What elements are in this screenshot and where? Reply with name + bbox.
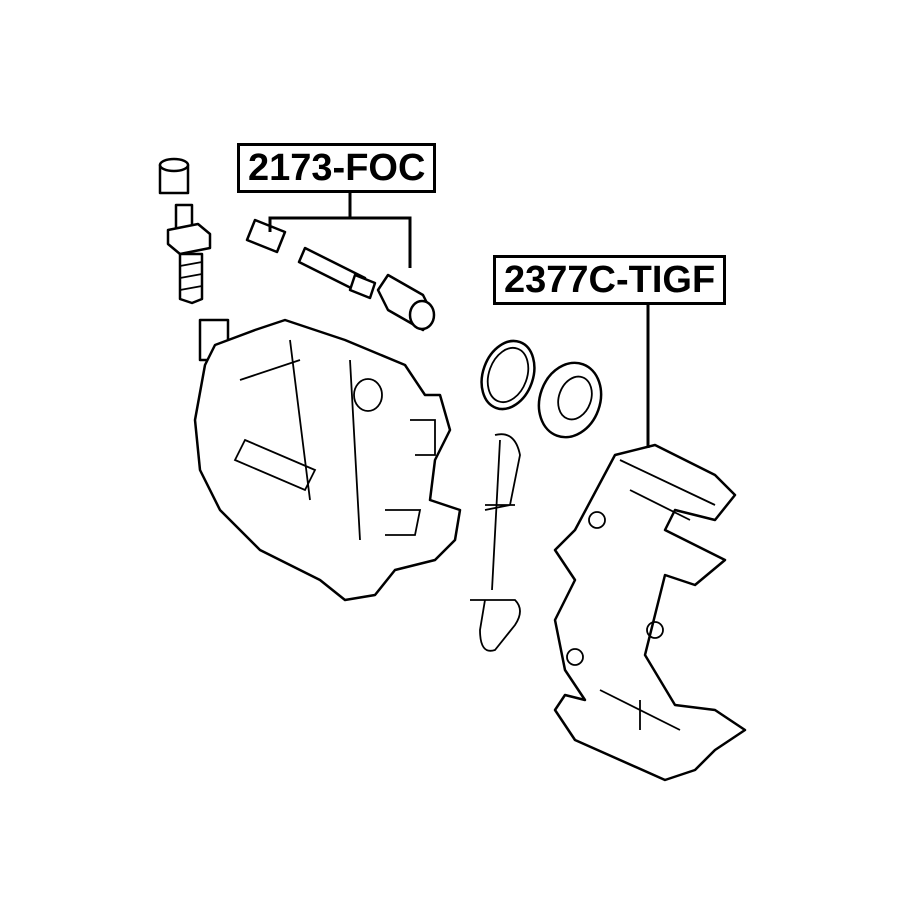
- part-number-label-2173-foc: 2173-FOC: [237, 143, 437, 193]
- bleeder-cap: [158, 157, 190, 195]
- caliper-body: [193, 318, 462, 602]
- part-number-label-2377c-tigf: 2377C-TIGF: [493, 255, 727, 305]
- leader-line-part-a: [268, 190, 412, 268]
- pad-retaining-spring: [470, 433, 521, 652]
- piston-seal-ring: [480, 339, 536, 411]
- piston-dust-boot: [537, 361, 603, 439]
- bleeder-screw: [166, 203, 212, 305]
- caliper-bracket: [553, 443, 747, 782]
- guide-bolt: [245, 218, 377, 300]
- guide-boot: [376, 273, 436, 332]
